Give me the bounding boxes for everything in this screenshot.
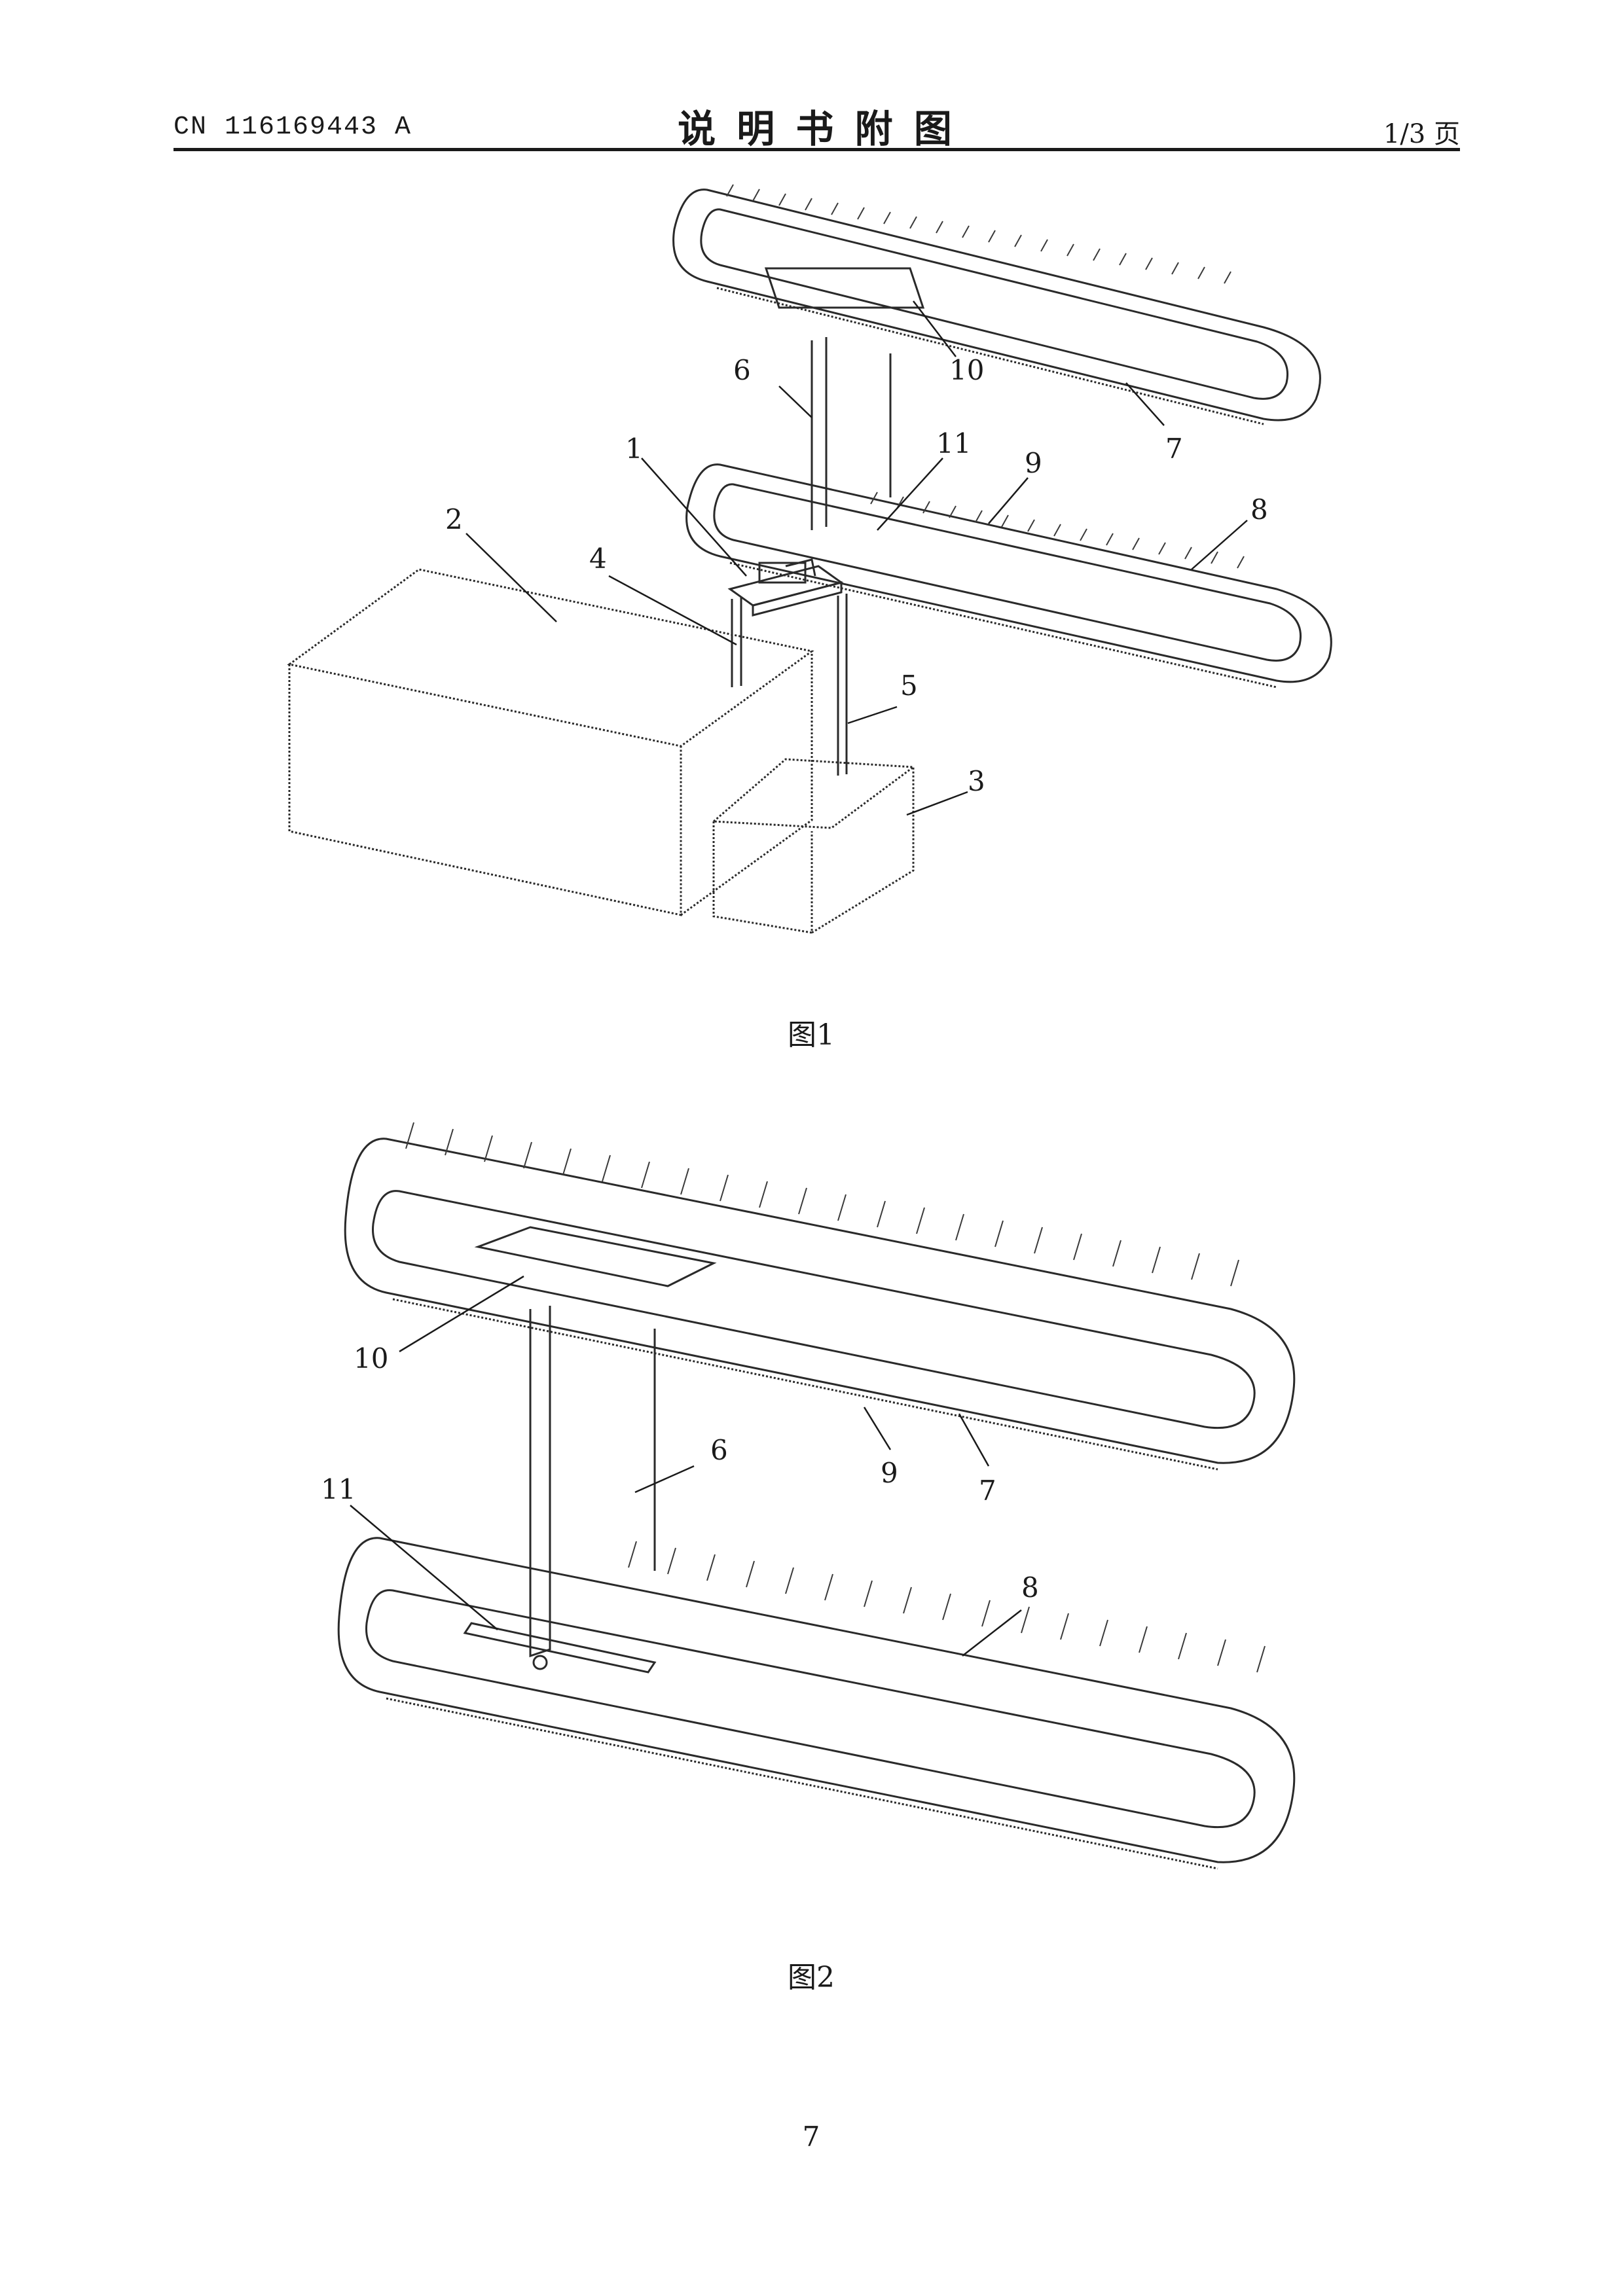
fig1-label-7: 7 xyxy=(1165,433,1183,465)
posts-fig1 xyxy=(731,594,848,776)
fig1-label-8: 8 xyxy=(1250,493,1268,526)
fig2-label-10: 10 xyxy=(354,1342,388,1374)
fig2-label-9: 9 xyxy=(881,1457,898,1489)
upper-track-fig1 xyxy=(672,184,1321,425)
fig1-label-4: 4 xyxy=(589,543,607,575)
figure-2-drawing: 10 6 9 7 8 11 xyxy=(321,1122,1296,1870)
publication-number: CN 116169443 A xyxy=(173,113,412,142)
lower-track-fig2 xyxy=(337,1537,1296,1870)
box-3-fig1 xyxy=(711,758,917,934)
upper-track-fig2 xyxy=(344,1122,1296,1471)
fig1-label-11: 11 xyxy=(936,427,971,459)
connecting-frame-fig1 xyxy=(811,337,892,530)
page-of-total: 1/3 页 xyxy=(1383,119,1460,149)
lower-track-fig1 xyxy=(685,463,1332,689)
fig1-label-9: 9 xyxy=(1025,447,1042,479)
header-rule xyxy=(173,148,1460,151)
fig1-label-1: 1 xyxy=(625,433,643,465)
figure-2: 10 6 9 7 8 11 xyxy=(0,1086,1623,1950)
figure-1-drawing: 6 10 7 1 11 9 8 2 4 5 3 xyxy=(287,184,1332,934)
leader-lines-fig1 xyxy=(465,300,1248,816)
figure-2-caption: 图2 xyxy=(788,1961,835,1994)
fig1-label-3: 3 xyxy=(968,765,985,797)
fig2-label-6: 6 xyxy=(710,1434,728,1466)
figure-1-caption: 图1 xyxy=(788,1018,835,1052)
fig2-label-11: 11 xyxy=(321,1473,356,1505)
mechanism-1-fig1 xyxy=(727,558,844,617)
figure-1: 6 10 7 1 11 9 8 2 4 5 3 xyxy=(0,164,1623,995)
connecting-frame-fig2 xyxy=(529,1306,656,1670)
fig1-label-5: 5 xyxy=(900,670,918,702)
fig2-label-8: 8 xyxy=(1021,1571,1039,1604)
page-title: 说 明 书 附 图 xyxy=(678,107,956,151)
fig1-label-2: 2 xyxy=(445,503,463,535)
leader-lines-fig2 xyxy=(350,1275,1022,1657)
page-header: CN 116169443 A 说 明 书 附 图 1/3 页 xyxy=(173,98,1460,151)
fig2-label-7: 7 xyxy=(979,1475,996,1507)
box-2-fig1 xyxy=(287,568,814,916)
fig1-label-10: 10 xyxy=(949,354,984,386)
page-number: 7 xyxy=(802,2121,820,2153)
fig1-label-6: 6 xyxy=(733,354,751,386)
